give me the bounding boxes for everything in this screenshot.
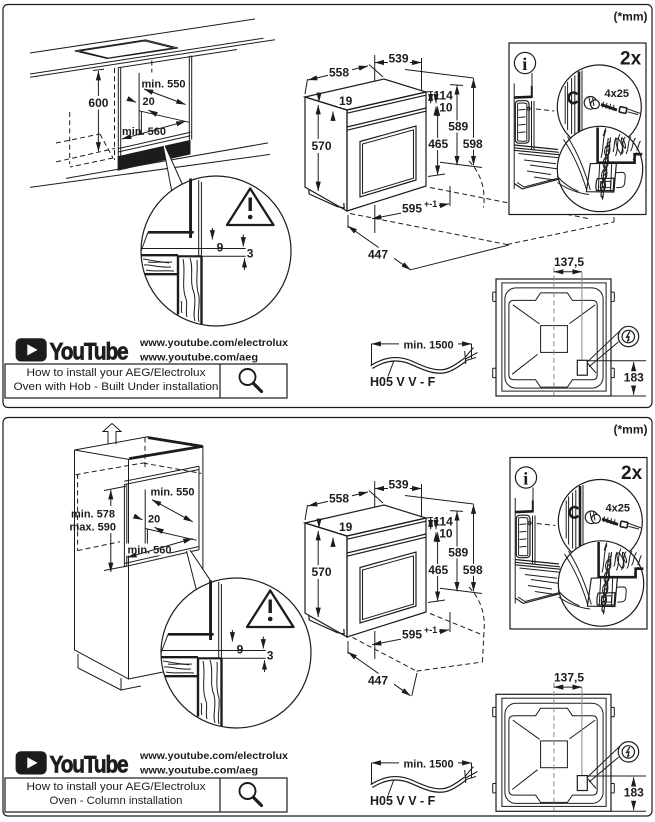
svg-text:20: 20 xyxy=(148,514,160,526)
svg-text:How to install your AEG/Electr: How to install your AEG/Electrolux xyxy=(27,781,206,793)
svg-text:(*mm): (*mm) xyxy=(614,423,648,437)
svg-text:600: 600 xyxy=(88,96,108,110)
svg-text:(*mm): (*mm) xyxy=(614,10,648,24)
svg-text:min. 550: min. 550 xyxy=(142,79,186,91)
svg-text:max. 590: max. 590 xyxy=(70,522,116,534)
svg-text:Oven - Column installation: Oven - Column installation xyxy=(50,795,183,807)
svg-text:min. 550: min. 550 xyxy=(151,487,195,499)
svg-text:20: 20 xyxy=(143,96,155,108)
svg-text:min. 560: min. 560 xyxy=(122,126,166,138)
svg-text:min. 578: min. 578 xyxy=(71,509,115,521)
svg-text:Oven with Hob - Built Under in: Oven with Hob - Built Under installation xyxy=(14,381,219,393)
svg-text:How to install your AEG/Electr: How to install your AEG/Electrolux xyxy=(27,367,206,379)
